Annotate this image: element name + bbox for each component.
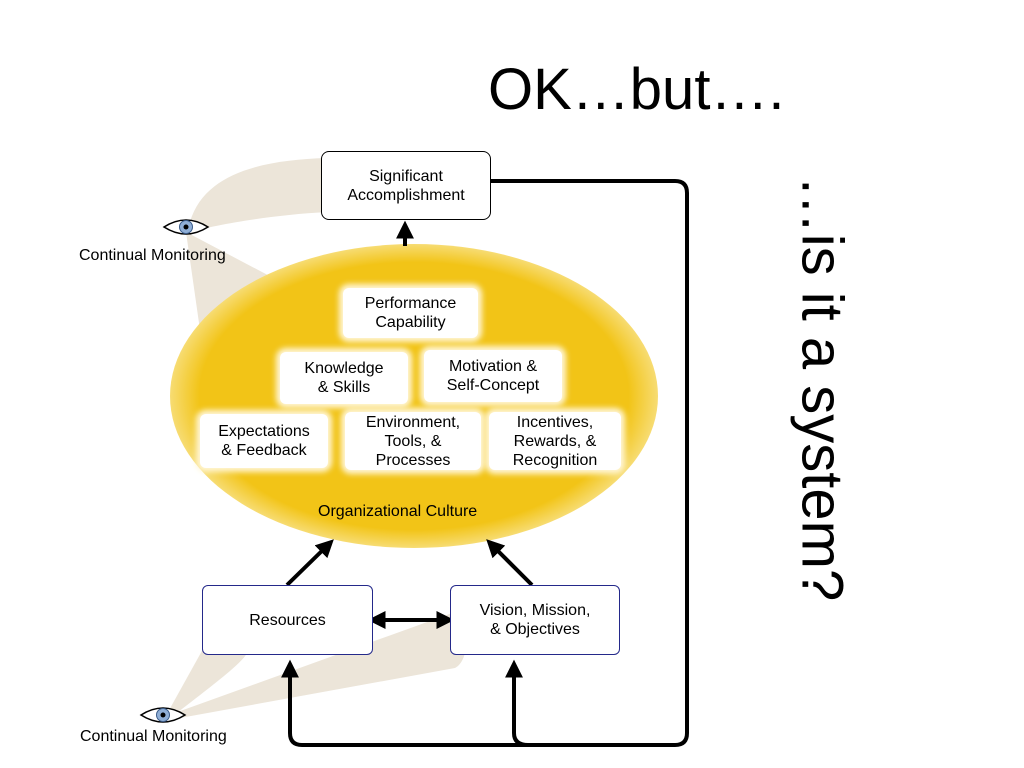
- eye-icon: [162, 219, 210, 235]
- continual-monitoring-label-bottom: Continual Monitoring: [80, 728, 227, 745]
- organizational-culture-ellipse: [170, 244, 658, 548]
- feedback-loop-line: [281, 179, 689, 747]
- knowledge-skills-card: Knowledge & Skills: [280, 352, 408, 404]
- incentives-rewards-recognition-card: Incentives, Rewards, & Recognition: [489, 412, 621, 470]
- arrow-vision-to-culture: [486, 539, 534, 587]
- significant-accomplishment-box: Significant Accomplishment: [321, 151, 491, 220]
- resources-box: Resources: [202, 585, 373, 655]
- slide-title: OK…but….: [488, 57, 785, 122]
- monitoring-beam-bottom-right: [172, 612, 467, 718]
- monitoring-beam-top: [190, 158, 327, 232]
- slide-vertical-title: …is it a system?: [789, 175, 855, 602]
- vision-mission-objectives-box: Vision, Mission, & Objectives: [450, 585, 620, 655]
- eye-icon: [139, 707, 187, 723]
- arrow-resources-to-culture: [285, 539, 334, 587]
- feedback-loop-branch: [505, 659, 529, 747]
- environment-tools-processes-card: Environment, Tools, & Processes: [345, 412, 481, 470]
- continual-monitoring-label-top: Continual Monitoring: [79, 247, 226, 264]
- expectations-feedback-card: Expectations & Feedback: [200, 414, 328, 468]
- organizational-culture-label: Organizational Culture: [318, 503, 478, 520]
- performance-capability-card: Performance Capability: [343, 288, 478, 338]
- motivation-self-concept-card: Motivation & Self-Concept: [424, 350, 562, 402]
